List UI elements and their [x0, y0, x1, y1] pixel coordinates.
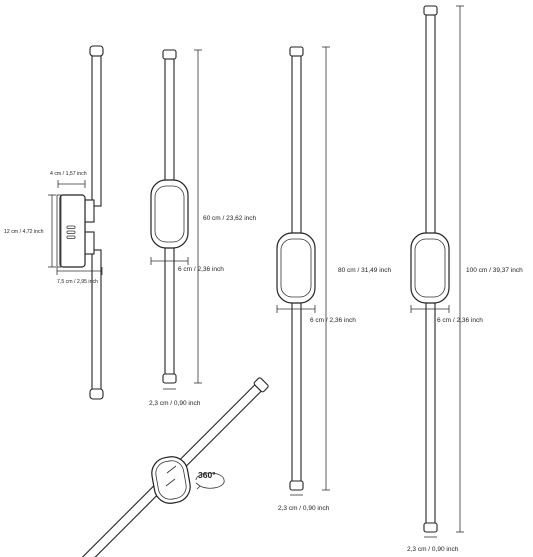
lamp100-length-dimension: 100 cm / 39,37 inch — [456, 5, 523, 533]
lamp60-width-label: 6 cm / 2,36 inch — [178, 266, 224, 273]
lamp80-mount-inner — [280, 238, 312, 298]
rotate-360-icon: 360° — [195, 470, 225, 490]
rotation-label: 360° — [198, 470, 216, 480]
lamp100-length-label: 100 cm / 39,37 inch — [466, 267, 523, 274]
lamp100-diameter-label: 2,3 cm / 0,90 inch — [407, 546, 459, 553]
side-depth-label: 4 cm / 1,57 inch — [50, 171, 87, 177]
lamp80-diameter-label: 2,3 cm / 0,90 inch — [278, 505, 330, 512]
lamp60-diameter-label: 2,3 cm / 0,90 inch — [149, 400, 201, 407]
lamp100-bottom-cap — [423, 522, 438, 533]
side-base-label: 7,5 cm / 2,95 inch — [57, 279, 98, 285]
lamp60-length-dimension: 60 cm / 23,62 inch — [194, 49, 256, 384]
lamp80-width-label: 6 cm / 2,36 inch — [310, 317, 356, 324]
rotated-mount — [151, 456, 191, 504]
lamp80-length-dimension: 80 cm / 31,49 inch — [322, 46, 391, 491]
side-height-dimension: 12 cm / 4,72 inch — [4, 194, 56, 268]
rotated-mount-inner — [155, 460, 187, 500]
lamp100-width-dimension: 6 cm / 2,36 inch — [410, 305, 483, 324]
lamp60-top-cap — [162, 49, 177, 60]
lamp-60cm — [150, 49, 189, 384]
lamp60-bottom-cap — [162, 373, 177, 384]
lamp80-mount-body — [276, 232, 316, 304]
rotated-mount-body — [151, 456, 191, 504]
side-view-lamp — [56, 45, 104, 400]
lamp60-mount-inner — [154, 185, 185, 243]
lamp60-mount-body — [150, 179, 189, 249]
lamp60-diameter-dimension: 2,3 cm / 0,90 inch — [149, 388, 201, 407]
lamp60-length-label: 60 cm / 23,62 inch — [203, 215, 256, 222]
lamp-100cm — [410, 5, 450, 533]
side-depth-dimension: 4 cm / 1,57 inch — [50, 171, 87, 188]
lamp100-mount-inner — [414, 238, 446, 298]
rotated-tube-segment — [166, 465, 177, 474]
lamp100-top-cap — [423, 5, 438, 16]
lamp80-diameter-dimension: 2,3 cm / 0,90 inch — [278, 494, 330, 512]
side-top-cap — [89, 45, 104, 57]
side-height-label: 12 cm / 4,72 inch — [4, 229, 44, 235]
side-upper-tube — [91, 55, 102, 207]
lamp80-width-dimension: 6 cm / 2,36 inch — [276, 305, 356, 324]
side-base-dimension: 7,5 cm / 2,95 inch — [56, 267, 103, 285]
lamp80-bottom-cap — [289, 480, 304, 491]
lamp100-width-label: 6 cm / 2,36 inch — [437, 317, 483, 324]
side-mount-plate — [56, 194, 62, 268]
lamp-80cm — [276, 46, 316, 491]
side-vent — [66, 235, 76, 239]
lamp60-width-dimension: 6 cm / 2,36 inch — [150, 257, 224, 273]
rotated-tube-segment — [165, 478, 176, 487]
rotated-right-cap — [253, 377, 269, 393]
lamp80-length-label: 80 cm / 31,49 inch — [338, 267, 391, 274]
side-bottom-cap — [89, 388, 104, 400]
side-vent — [66, 230, 76, 234]
side-vent — [66, 225, 76, 229]
lamp100-diameter-dimension: 2,3 cm / 0,90 inch — [407, 536, 459, 553]
lamp100-mount-body — [410, 232, 450, 304]
lamp80-top-cap — [289, 46, 304, 57]
